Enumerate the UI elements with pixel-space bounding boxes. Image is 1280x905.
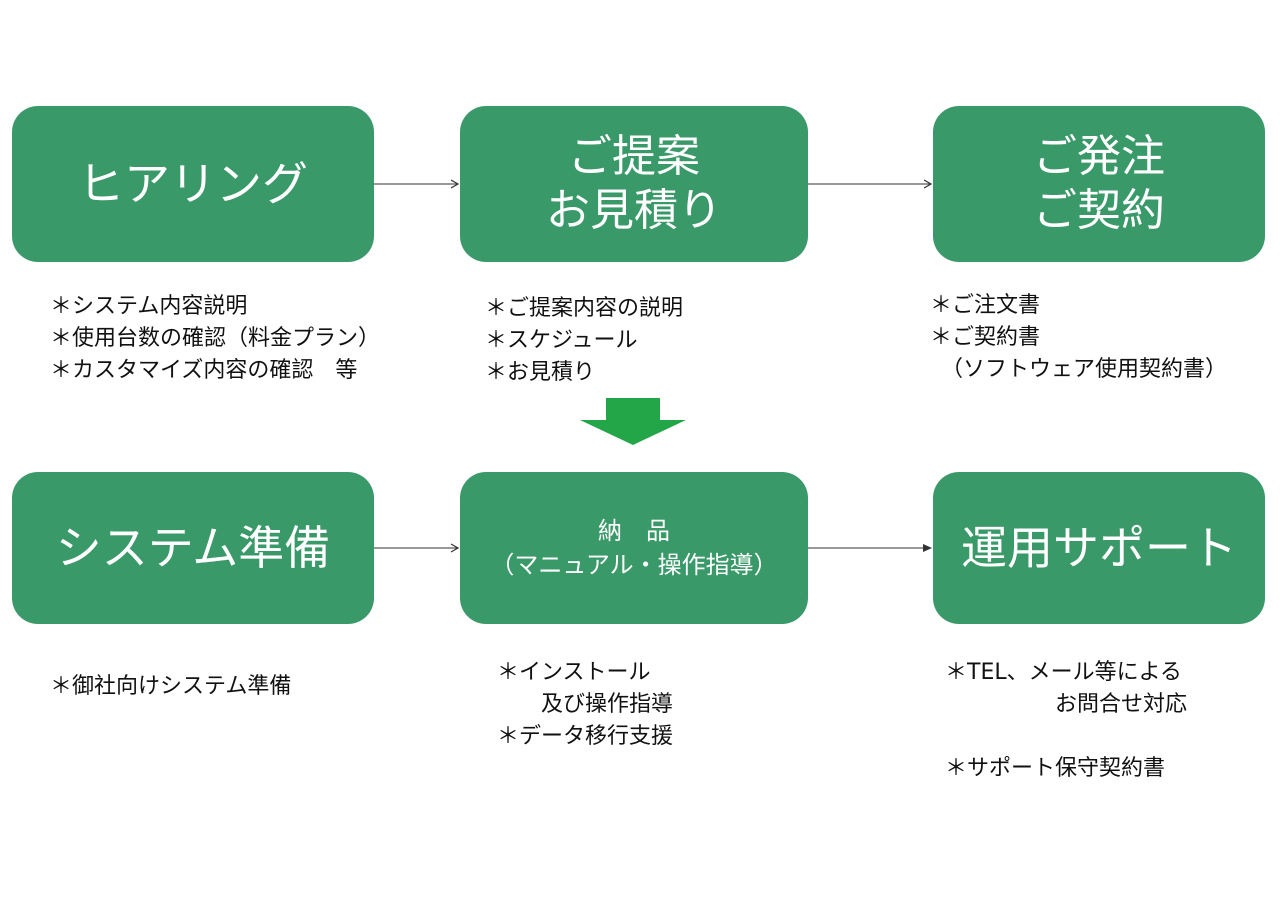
notes-system-prep: ＊御社向けシステム準備	[50, 671, 291, 703]
notes-delivery: ＊インストール 及び操作指導 ＊データ移行支援	[497, 657, 673, 753]
note-item: ＊スケジュール	[485, 328, 638, 353]
note-item: ＊御社向けシステム準備	[50, 674, 292, 699]
step-order: ご発注 ご契約	[933, 106, 1265, 262]
note-item: ＊TEL、メール等による	[945, 660, 1182, 685]
note-spacer	[945, 721, 1187, 753]
note-item: ＊カスタマイズ内容の確認 等	[50, 358, 358, 383]
step-delivery: 納 品 （マニュアル・操作指導）	[460, 472, 808, 624]
step-hearing: ヒアリング	[12, 106, 374, 262]
step-delivery-label-line1: 納 品	[598, 517, 670, 545]
note-item: ＊ご提案内容の説明	[485, 296, 684, 321]
step-order-label-line1: ご発注	[1033, 131, 1165, 182]
note-item: ＊サポート保守契約書	[945, 756, 1166, 781]
step-proposal: ご提案 お見積り	[460, 106, 808, 262]
note-item: ＊ご注文書	[930, 293, 1041, 318]
note-item: お問合せ対応	[945, 692, 1188, 717]
step-system-prep: システム準備	[12, 472, 374, 624]
note-item: ＊お見積り	[485, 360, 596, 385]
notes-support: ＊TEL、メール等による お問合せ対応 ＊サポート保守契約書	[945, 657, 1187, 785]
notes-proposal: ＊ご提案内容の説明 ＊スケジュール ＊お見積り	[485, 293, 683, 389]
note-item: ＊データ移行支援	[497, 724, 674, 749]
step-support-label: 運用サポート	[961, 521, 1237, 575]
down-arrow	[580, 398, 686, 445]
notes-order: ＊ご注文書 ＊ご契約書 （ソフトウェア使用契約書）	[930, 290, 1227, 386]
step-order-label-line2: ご契約	[1033, 185, 1165, 236]
notes-hearing: ＊システム内容説明 ＊使用台数の確認（料金プラン） ＊カスタマイズ内容の確認 等	[50, 291, 380, 387]
note-item: ＊システム内容説明	[50, 294, 248, 319]
step-proposal-label-line2: お見積り	[546, 185, 722, 236]
step-hearing-label: ヒアリング	[78, 157, 308, 211]
note-item: 及び操作指導	[497, 692, 674, 717]
step-support: 運用サポート	[933, 472, 1265, 624]
step-system-prep-label: システム準備	[55, 521, 331, 575]
step-proposal-label-line1: ご提案	[568, 131, 700, 182]
note-item: （ソフトウェア使用契約書）	[930, 357, 1228, 382]
note-item: ＊使用台数の確認（料金プラン）	[50, 326, 381, 351]
step-delivery-label-line2: （マニュアル・操作指導）	[490, 551, 778, 579]
note-item: ＊インストール	[497, 660, 651, 685]
note-item: ＊ご契約書	[930, 325, 1041, 350]
